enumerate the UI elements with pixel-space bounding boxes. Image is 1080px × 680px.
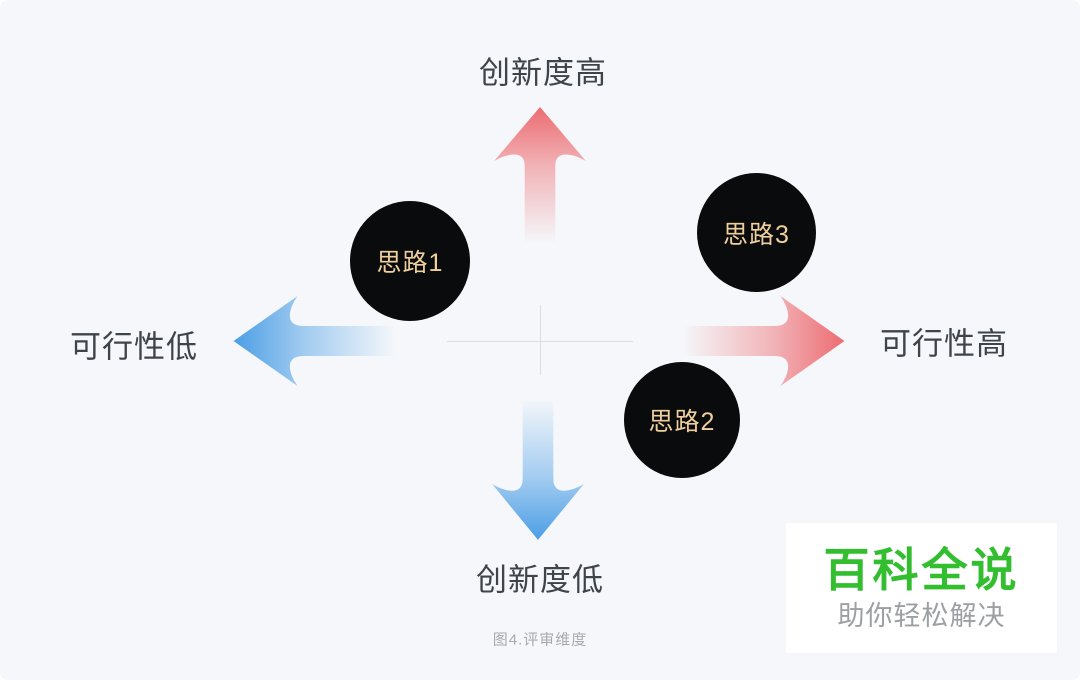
idea-node-2-label: 思路2 (648, 408, 716, 436)
idea-node-2: 思路2 (624, 362, 740, 478)
watermark-title: 百科全说 (823, 543, 1020, 596)
watermark-subtitle: 助你轻松解决 (837, 600, 1006, 631)
idea-node-1-label: 思路1 (376, 249, 444, 277)
idea-node-1: 思路1 (350, 201, 470, 321)
idea-node-3-label: 思路3 (723, 220, 790, 249)
crosshair-vertical-line (540, 305, 541, 375)
axis-label-innovation-low: 创新度低 (476, 562, 604, 598)
axis-label-feasibility-high: 可行性高 (880, 326, 1008, 362)
idea-node-3: 思路3 (697, 173, 816, 292)
watermark-box: 百科全说 助你轻松解决 (786, 523, 1057, 653)
axis-label-feasibility-low: 可行性低 (70, 329, 198, 365)
arrow-down-icon (492, 400, 584, 540)
arrow-up-icon (494, 107, 586, 242)
figure-caption: 图4.评审维度 (492, 631, 588, 649)
axis-label-innovation-high: 创新度高 (479, 55, 607, 91)
